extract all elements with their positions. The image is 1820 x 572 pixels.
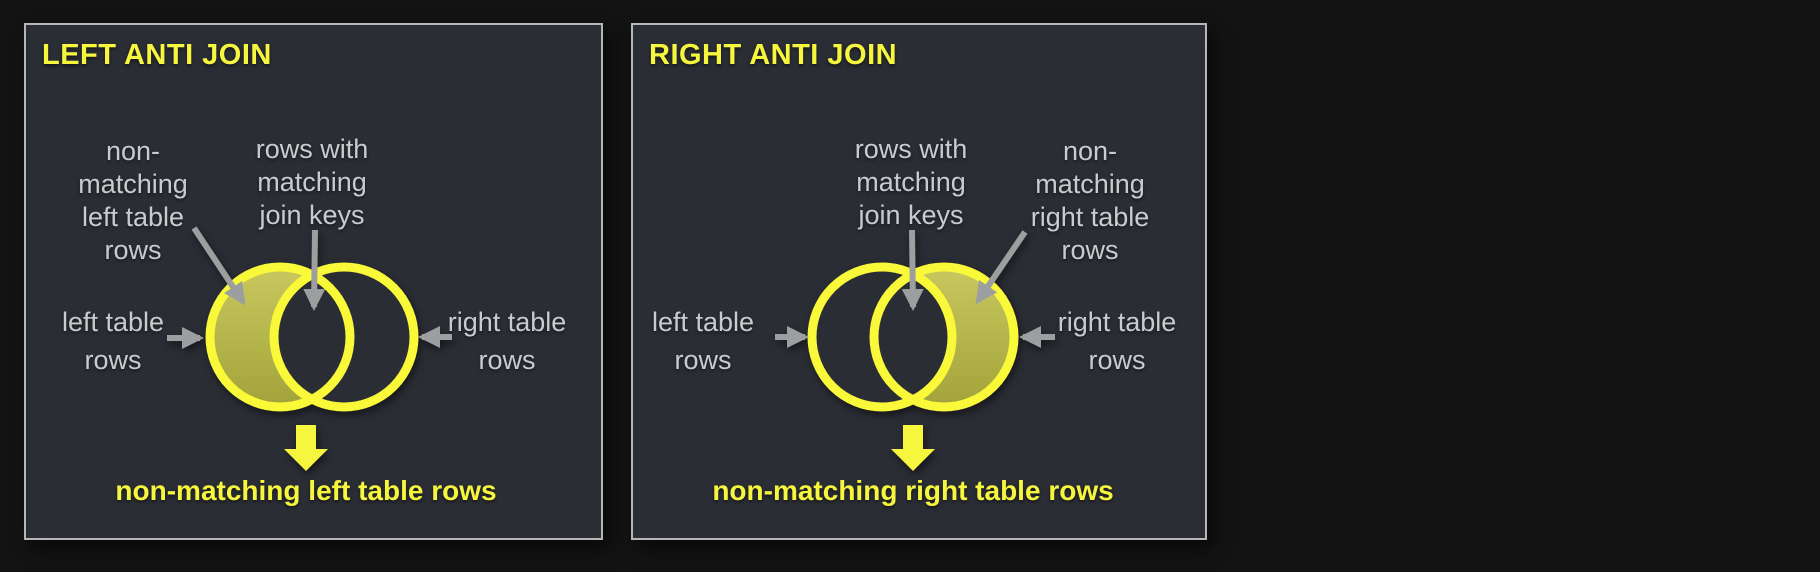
right-anti-join-panel: RIGHT ANTI JOIN rows with matching join … xyxy=(631,23,1207,540)
left-table-circle xyxy=(205,262,355,412)
label-non-matching-right-rows: non- matching right table rows xyxy=(1030,136,1150,265)
result-caption: non-matching left table rows xyxy=(115,475,497,506)
arrow-to-intersection-icon xyxy=(901,229,924,311)
left-table-circle xyxy=(807,262,957,412)
label-left-table-rows: left table rows xyxy=(651,307,755,375)
panel-title: LEFT ANTI JOIN xyxy=(42,39,272,71)
label-right-table-rows: right table rows xyxy=(447,307,567,375)
label-left-table-rows: left table rows xyxy=(61,307,165,375)
right-table-circle xyxy=(269,262,419,412)
result-down-arrow-icon xyxy=(891,425,935,471)
label-right-table-rows: right table rows xyxy=(1057,307,1177,375)
label-matching-join-keys: rows with matching join keys xyxy=(854,134,968,230)
result-caption: non-matching right table rows xyxy=(712,475,1114,506)
venn-diagram-right-anti xyxy=(775,229,1055,471)
arrow-to-right-crescent-icon xyxy=(975,230,1028,305)
label-matching-join-keys: rows with matching join keys xyxy=(255,134,369,230)
right-table-circle xyxy=(869,262,1019,412)
arrow-to-intersection-icon xyxy=(303,229,326,311)
result-down-arrow-icon xyxy=(284,425,328,471)
venn-diagram-left-anti xyxy=(167,226,452,471)
panel-title: RIGHT ANTI JOIN xyxy=(649,39,898,71)
arrow-to-left-crescent-icon xyxy=(191,226,246,306)
label-non-matching-left-rows: non- matching left table rows xyxy=(78,136,188,265)
left-anti-join-panel: LEFT ANTI JOIN non- matching left table … xyxy=(24,23,603,540)
